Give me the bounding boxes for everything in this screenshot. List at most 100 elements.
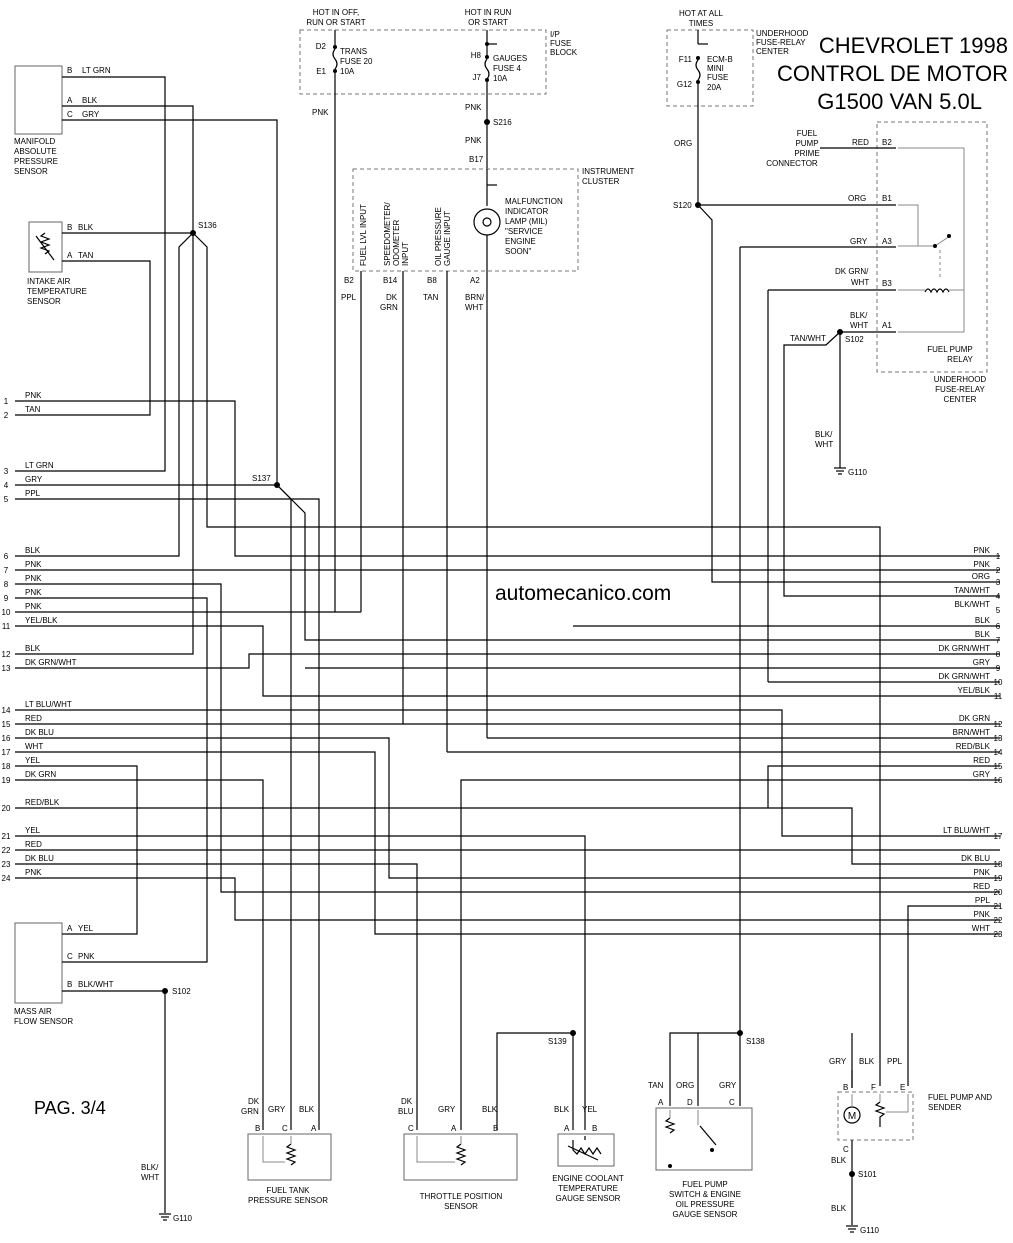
trans-fuse-label3: 10A [340,67,355,76]
underhood-fuse-block [666,29,754,107]
maf-sensor [14,922,63,1004]
motor-symbol: M [848,1111,856,1122]
ip-block-label3: BLOCK [550,48,578,57]
map-label3: PRESSURE [14,157,58,166]
left-pin-number: 15 [2,720,11,729]
prime-label2: PUMP [795,139,818,148]
tps-label2: SENSOR [444,1202,478,1211]
left-pin-wire: RED/BLK [25,798,60,807]
left-pin-wire: PNK [25,602,42,611]
left-pin-wire: PNK [25,588,42,597]
right-pin-wire: ORG [972,572,990,581]
left-pin-wire: YEL [25,756,41,765]
map-pin-c: C [67,110,73,119]
wire-label-brn: BRN/ [465,293,485,302]
iat-label3: SENSOR [27,297,61,306]
right-pin-number: 6 [996,622,1001,631]
trans-fuse-label1: TRANS [340,47,367,56]
fps-pin-d: D [687,1098,693,1107]
wire-label-gry-relay: GRY [850,237,868,246]
ground-g110-upper: G110 [848,468,868,477]
wire-label-tanwht: TAN/WHT [790,334,826,343]
input-oil1: OIL PRESSURE [434,207,443,266]
gauge-fuse-label3: 10A [493,74,508,83]
right-pin-wire: BLK [975,616,991,625]
map-wire-b: LT GRN [82,66,111,75]
left-pin-wire: LT BLU/WHT [25,700,72,709]
right-pin-wire: BLK [975,630,991,639]
relay-label2: RELAY [947,355,973,364]
ip-hot2-line1: HOT IN RUN [465,8,512,17]
right-pin-wire: RED [973,882,990,891]
left-pin-number: 20 [2,804,11,813]
left-pin-wire: DK GRN [25,770,56,779]
cluster-pin-b8: B8 [427,276,437,285]
left-pin-wire: PNK [25,560,42,569]
ip-fuse-block [299,29,547,95]
tps-wire-blk: BLK [482,1105,498,1114]
uh-hot-line1: HOT AT ALL [679,9,724,18]
map-pin-a: A [67,96,73,105]
instrument-cluster [352,168,579,272]
right-pin-number: 16 [994,776,1003,785]
left-pin-number: 5 [4,495,9,504]
left-pin-number: 6 [4,552,9,561]
left-pin-wire: WHT [25,742,43,751]
ftp-pin-c: C [282,1124,288,1133]
fpsend-wire-ground: BLK [831,1204,847,1213]
mil-label2: INDICATOR [505,207,548,216]
right-pin-number: 8 [996,650,1001,659]
title-make-year: CHEVROLET 1998 [819,33,1008,58]
right-pin-number: 13 [994,734,1003,743]
tps-wire-blu: BLU [398,1107,414,1116]
ect-wire-blk: BLK [554,1105,570,1114]
fpsend-pin-b: B [843,1083,848,1092]
trans-fuse-label2: FUSE 20 [340,57,373,66]
left-pin-wire: RED [25,840,42,849]
center-label1: UNDERHOOD [934,375,987,384]
relay-pin-a3: A3 [882,237,892,246]
wire-label-tan: TAN [423,293,439,302]
wire-label-wht: WHT [465,303,483,312]
input-speedo2: ODOMETER [392,220,401,266]
fps-label1: FUEL PUMP [682,1180,728,1189]
right-pin-number: 21 [994,902,1003,911]
uh-label2: FUSE-RELAY [756,38,806,47]
prime-label3: PRIME [794,149,819,158]
left-pin-number: 13 [2,664,11,673]
left-pin-wire: YEL/BLK [25,616,58,625]
thermistor-icon [35,232,55,261]
tps-wire-dk: DK [401,1097,413,1106]
left-pin-wire: LT GRN [25,461,54,470]
fpsend-label2: SENDER [928,1103,962,1112]
left-pin-number: 12 [2,650,11,659]
fpsend-pin-c: C [843,1145,849,1154]
map-wire-c: GRY [82,110,100,119]
ftp-pin-a: A [311,1124,317,1133]
left-pin-number: 11 [2,622,11,631]
uh-hot-line2: TIMES [689,19,713,28]
fuel-tank-pressure-sensor [247,1133,332,1181]
maf-wire-c: PNK [78,952,95,961]
right-pin-number: 22 [994,916,1003,925]
right-pin-number: 17 [994,832,1003,841]
uh-fuse-label4: 20A [707,83,722,92]
right-pin-number: 12 [994,720,1003,729]
right-pin-number: 10 [994,678,1003,687]
right-pin-number: 14 [994,748,1003,757]
ground-g110-right: G110 [860,1226,880,1235]
iat-pin-b: B [67,223,72,232]
fps-wire-tan: TAN [648,1081,664,1090]
input-speedo1: SPEEDOMETER/ [383,202,392,266]
maf-ground-wire2: WHT [141,1173,159,1182]
maf-pin-a: A [67,924,73,933]
tps-pin-a: A [451,1124,457,1133]
splice-s102-upper: S102 [845,335,864,344]
ftp-label2: PRESSURE SENSOR [248,1196,328,1205]
left-pin-wire: DK GRN/WHT [25,658,77,667]
map-wire-a: BLK [82,96,98,105]
title-system: CONTROL DE MOTOR [777,61,1008,86]
ip-hot2-line2: OR START [468,18,508,27]
map-label2: ABSOLUTE [14,147,57,156]
left-pin-wire: DK BLU [25,728,54,737]
